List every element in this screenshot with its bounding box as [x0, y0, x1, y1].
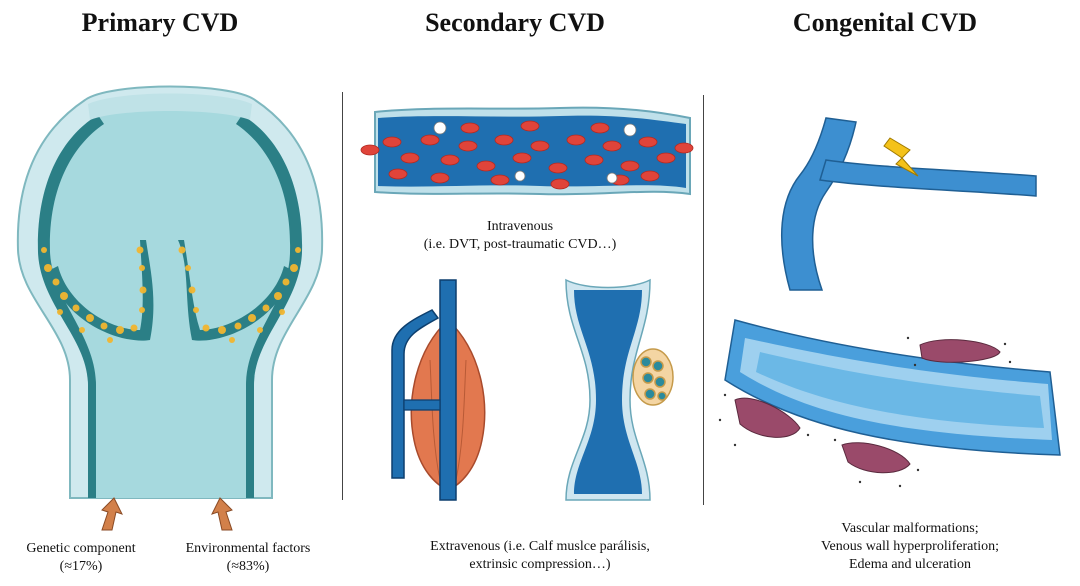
lightning-bolt-icon — [883, 137, 919, 177]
primary-cvd-title: Primary CVD — [81, 8, 239, 37]
panel-divider-left — [342, 92, 343, 500]
secondary-cvd-title: Secondary CVD — [425, 8, 605, 37]
red-blood-cells — [360, 120, 694, 190]
extravenous-label: Extravenous (i.e. Calf muslce parálisis, — [430, 539, 650, 554]
intravenous-caption: Intravenous (i.e. DVT, post-traumatic CV… — [405, 218, 635, 254]
malformed-vessel-branch — [819, 159, 1037, 197]
environmental-factors-label: Environmental factors (≈83%) — [168, 540, 328, 576]
genetic-component-label: Genetic component (≈17%) — [6, 540, 156, 576]
extrinsic-mass — [632, 348, 674, 406]
vein-inner-wall-right — [236, 115, 303, 498]
environmental-factors-share: (≈83%) — [226, 559, 270, 574]
superficial-vein — [391, 309, 440, 479]
compressed-vein-lumen — [574, 290, 642, 494]
environmental-arrow — [211, 497, 233, 531]
intravenous-label: Intravenous — [486, 219, 554, 234]
congenital-caption-line1: Vascular malformations; — [841, 521, 979, 536]
panel-divider-right — [703, 95, 704, 505]
extravenous-examples: extrinsic compression…) — [469, 557, 611, 572]
hyperproliferated-vessel-core — [756, 352, 1044, 428]
environmental-factors-text: Environmental factors — [185, 541, 311, 556]
valve-leaflet-right — [178, 240, 292, 341]
extravenous-caption: Extravenous (i.e. Calf muslce parálisis,… — [400, 538, 680, 574]
ulceration-lesions — [734, 339, 1001, 474]
genetic-component-text: Genetic component — [26, 541, 136, 556]
deep-vein — [439, 279, 457, 501]
vein-lumen — [37, 105, 303, 498]
congenital-caption: Vascular malformations; Venous wall hype… — [790, 520, 1030, 574]
edema-dots — [718, 336, 1012, 488]
vein-top-cap — [88, 93, 252, 120]
congenital-cvd-title: Congenital CVD — [792, 8, 978, 37]
congenital-caption-line2: Venous wall hyperproliferation; — [820, 539, 1000, 554]
thrombus-vein-lumen — [378, 115, 686, 188]
genetic-arrow — [101, 497, 123, 531]
malformed-vessel-main — [780, 117, 857, 291]
congenital-caption-line3: Edema and ulceration — [848, 557, 972, 572]
genetic-component-share: (≈17%) — [59, 559, 103, 574]
perforator-vein — [403, 399, 441, 411]
white-cells — [433, 121, 637, 184]
intravenous-examples: (i.e. DVT, post-traumatic CVD…) — [423, 237, 617, 252]
valve-deposits — [41, 246, 301, 343]
